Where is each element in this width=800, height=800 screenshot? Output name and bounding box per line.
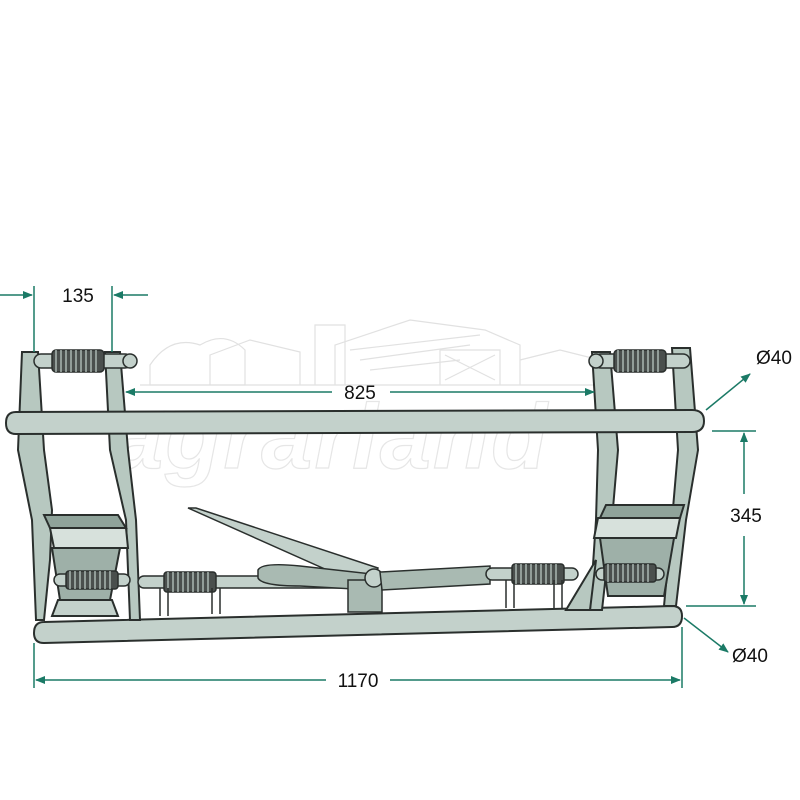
watermark-text: agrarland xyxy=(112,386,549,488)
dimension-label-1170: 1170 xyxy=(338,671,379,692)
dimension-width-top xyxy=(0,286,148,352)
dimension-overall-length xyxy=(33,627,683,688)
dimension-label-345: 345 xyxy=(730,506,762,527)
locking-rods xyxy=(53,507,665,616)
watermark-logo: agrarland xyxy=(111,319,610,489)
top-left-pin xyxy=(33,349,138,373)
diameter-label-top: Ø40 xyxy=(756,348,792,369)
diameter-top-leader xyxy=(705,373,751,411)
bottom-crossbar xyxy=(32,604,684,645)
diameter-bottom-leader xyxy=(683,617,729,653)
dimension-label-825: 825 xyxy=(344,383,376,404)
dimension-height xyxy=(686,430,756,607)
diameter-label-bottom: Ø40 xyxy=(732,646,768,667)
dimension-label-135: 135 xyxy=(62,286,94,307)
top-crossbar xyxy=(4,408,706,436)
top-right-pin xyxy=(588,349,691,373)
